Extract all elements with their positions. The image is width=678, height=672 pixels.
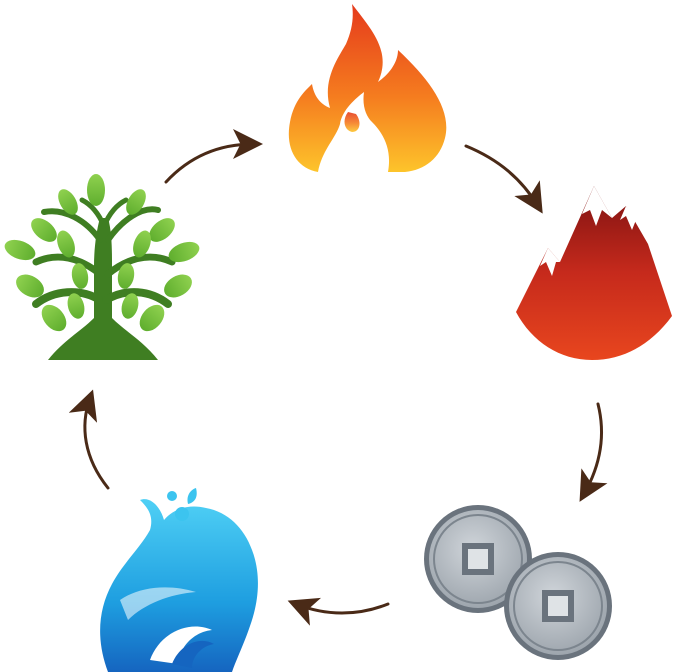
tree-icon [4,174,200,360]
arrow-earth-to-metal [579,402,608,502]
arrow-metal-to-water [287,597,390,626]
fire-icon [288,4,447,172]
water-icon [100,488,258,672]
cycle-arrows [68,129,608,626]
coins-icon [424,505,612,660]
arrow-fire-to-earth [464,144,543,214]
arrow-wood-to-fire [164,129,263,184]
arrow-water-to-wood [68,389,110,490]
mountain-icon [516,186,672,360]
